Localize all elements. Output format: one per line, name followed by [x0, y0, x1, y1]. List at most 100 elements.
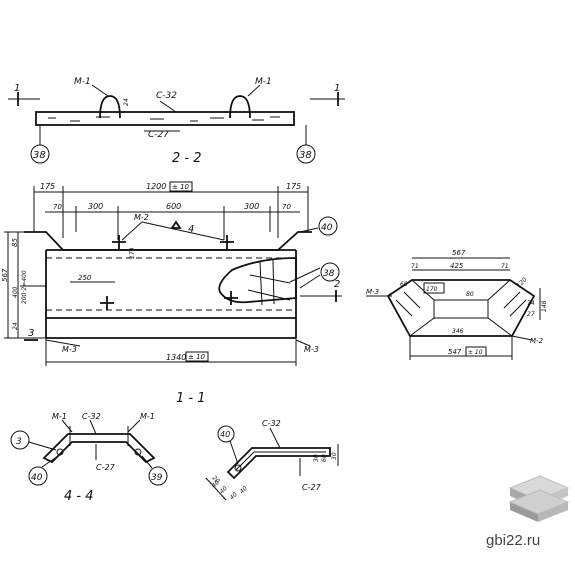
s11-dim-547-tol: ± 10 [468, 349, 483, 356]
label-m3-left: M-3 [62, 345, 77, 354]
watermark-site[interactable]: gbi22.ru [486, 532, 541, 549]
s11-tol-box [465, 346, 487, 357]
s11-dim-60: 60 [400, 281, 408, 288]
dim-170: 170 [129, 247, 136, 259]
axis-bubble-40 [318, 216, 338, 236]
detail-dim-6: 40 [228, 491, 238, 501]
axis-bubble-left [30, 144, 50, 164]
s44-label-c32: C-32 [82, 412, 101, 421]
s11-dim-27: 27 [527, 311, 535, 318]
axis-label-left: 38 [33, 150, 46, 161]
cut-mark-right: 1 [334, 83, 340, 94]
tolerance-box-bottom [185, 351, 209, 362]
leader-38-a [289, 267, 321, 283]
s11-dim-346: 346 [452, 328, 464, 335]
detail-label-c32: C-32 [262, 419, 281, 428]
leader-m2-b [141, 221, 225, 241]
plan-view: 175 1200 ± 10 175 70 300 600 300 70 M-2 … [1, 181, 342, 366]
slab-section [35, 111, 295, 126]
s11-label-m2: M-2 [530, 337, 544, 345]
section-4-4: M-1 M-1 C-32 C-27 3 40 39 4 - 4 [10, 412, 168, 504]
label-m3-right: M-3 [304, 345, 319, 354]
label-c27: C-27 [148, 130, 169, 140]
dim-1340-tol: ± 10 [188, 353, 206, 361]
detail-leader-40 [229, 440, 239, 465]
s44-bubble-3 [10, 430, 30, 450]
s44-label-3: 3 [16, 437, 22, 447]
s44-leader-c32 [89, 419, 97, 435]
tolerance-box-top [169, 181, 193, 192]
label-m1-left: M-1 [74, 77, 91, 87]
s44-label-m1-right: M-1 [140, 412, 155, 421]
dim-200x2: 200·2=400 [21, 270, 28, 304]
s44-label-40: 40 [31, 473, 43, 483]
s11-dim-80: 80 [466, 291, 474, 298]
detail-dim-1: 60 [321, 454, 328, 462]
s11-dim-71-left: 71 [411, 263, 419, 270]
dim-300-right: 300 [244, 202, 259, 211]
dim-1340: 1340 [166, 353, 186, 362]
lifting-loop-right [229, 95, 251, 119]
s44-label-m1-left: M-1 [52, 412, 67, 421]
s44-bubble-40 [28, 466, 48, 486]
s11-dim-547: 547 [448, 348, 462, 356]
s44-leader-m1-right [127, 419, 141, 433]
leader-m1-left [91, 84, 109, 97]
s11-dim-148: 148 [541, 300, 548, 312]
dim-175-right: 175 [286, 182, 301, 191]
detail-bubble-40 [217, 425, 235, 443]
plate-m2-left [112, 235, 126, 249]
dim-70-right: 70 [282, 203, 291, 211]
dim-175-left: 175 [40, 182, 55, 191]
s11-dim-567: 567 [452, 249, 466, 257]
s44-leader-39 [141, 455, 153, 469]
leader-m3-right [295, 339, 311, 347]
s11-dim-170: 170 [426, 286, 438, 293]
leader-38-b [299, 274, 321, 289]
s44-bar-right [134, 448, 142, 456]
label-c32: C-32 [156, 91, 177, 101]
detail-outline [226, 447, 331, 480]
detail-leader-c32 [269, 427, 281, 449]
dim-567: 567 [1, 268, 9, 282]
leader-c32 [159, 100, 177, 113]
dim-400: 400 [12, 286, 19, 298]
title-1-1: 1 - 1 [176, 391, 206, 406]
dim-70-left: 70 [53, 203, 62, 211]
detail-view: 40 C-32 C-27 30 60 30 20 40 40 40 40 [205, 419, 339, 501]
plate-mark-left [100, 296, 114, 310]
cut-mark-3: 3 [28, 328, 34, 339]
label-m2: M-2 [134, 213, 149, 222]
cut-mark-left: 1 [14, 83, 20, 94]
leader-m3-left [45, 339, 81, 347]
leader-m1-right [247, 84, 261, 97]
s11-dim-425: 425 [450, 262, 464, 270]
detail-dim-line-left [205, 477, 227, 501]
detail-dim-2: 30 [313, 454, 320, 462]
axis-label-38: 38 [323, 269, 335, 279]
end-cutout [218, 257, 297, 304]
axis-bubble-38 [320, 262, 340, 282]
s11-inner [409, 279, 513, 337]
title-2-2: 2 - 2 [172, 151, 202, 166]
s11-dim-71-right: 71 [501, 263, 509, 270]
s44-bar-left [56, 448, 64, 456]
dim-85: 85 [11, 238, 19, 247]
detail-dim-0: 30 [331, 452, 338, 460]
s11-box-170 [423, 282, 445, 294]
detail-label-40: 40 [220, 430, 230, 439]
s44-leader-m1-left [61, 419, 73, 433]
title-4-4: 4 - 4 [64, 489, 94, 504]
axis-label-right: 38 [299, 150, 312, 161]
s44-outline [42, 433, 156, 464]
detail-dim-5: 40 [218, 485, 228, 495]
section-1-1: 567 425 71 71 170 120 60 80 27 74 148 34… [366, 249, 548, 360]
cut-mark-4: 4 [188, 224, 194, 235]
dim-24: 24 [12, 322, 19, 330]
axis-bubble-right [296, 144, 316, 164]
rebar-hatch [48, 116, 280, 122]
s11-dim-120: 120 [515, 276, 528, 289]
slab-top-edge [24, 231, 312, 251]
dim-250: 250 [78, 274, 92, 282]
